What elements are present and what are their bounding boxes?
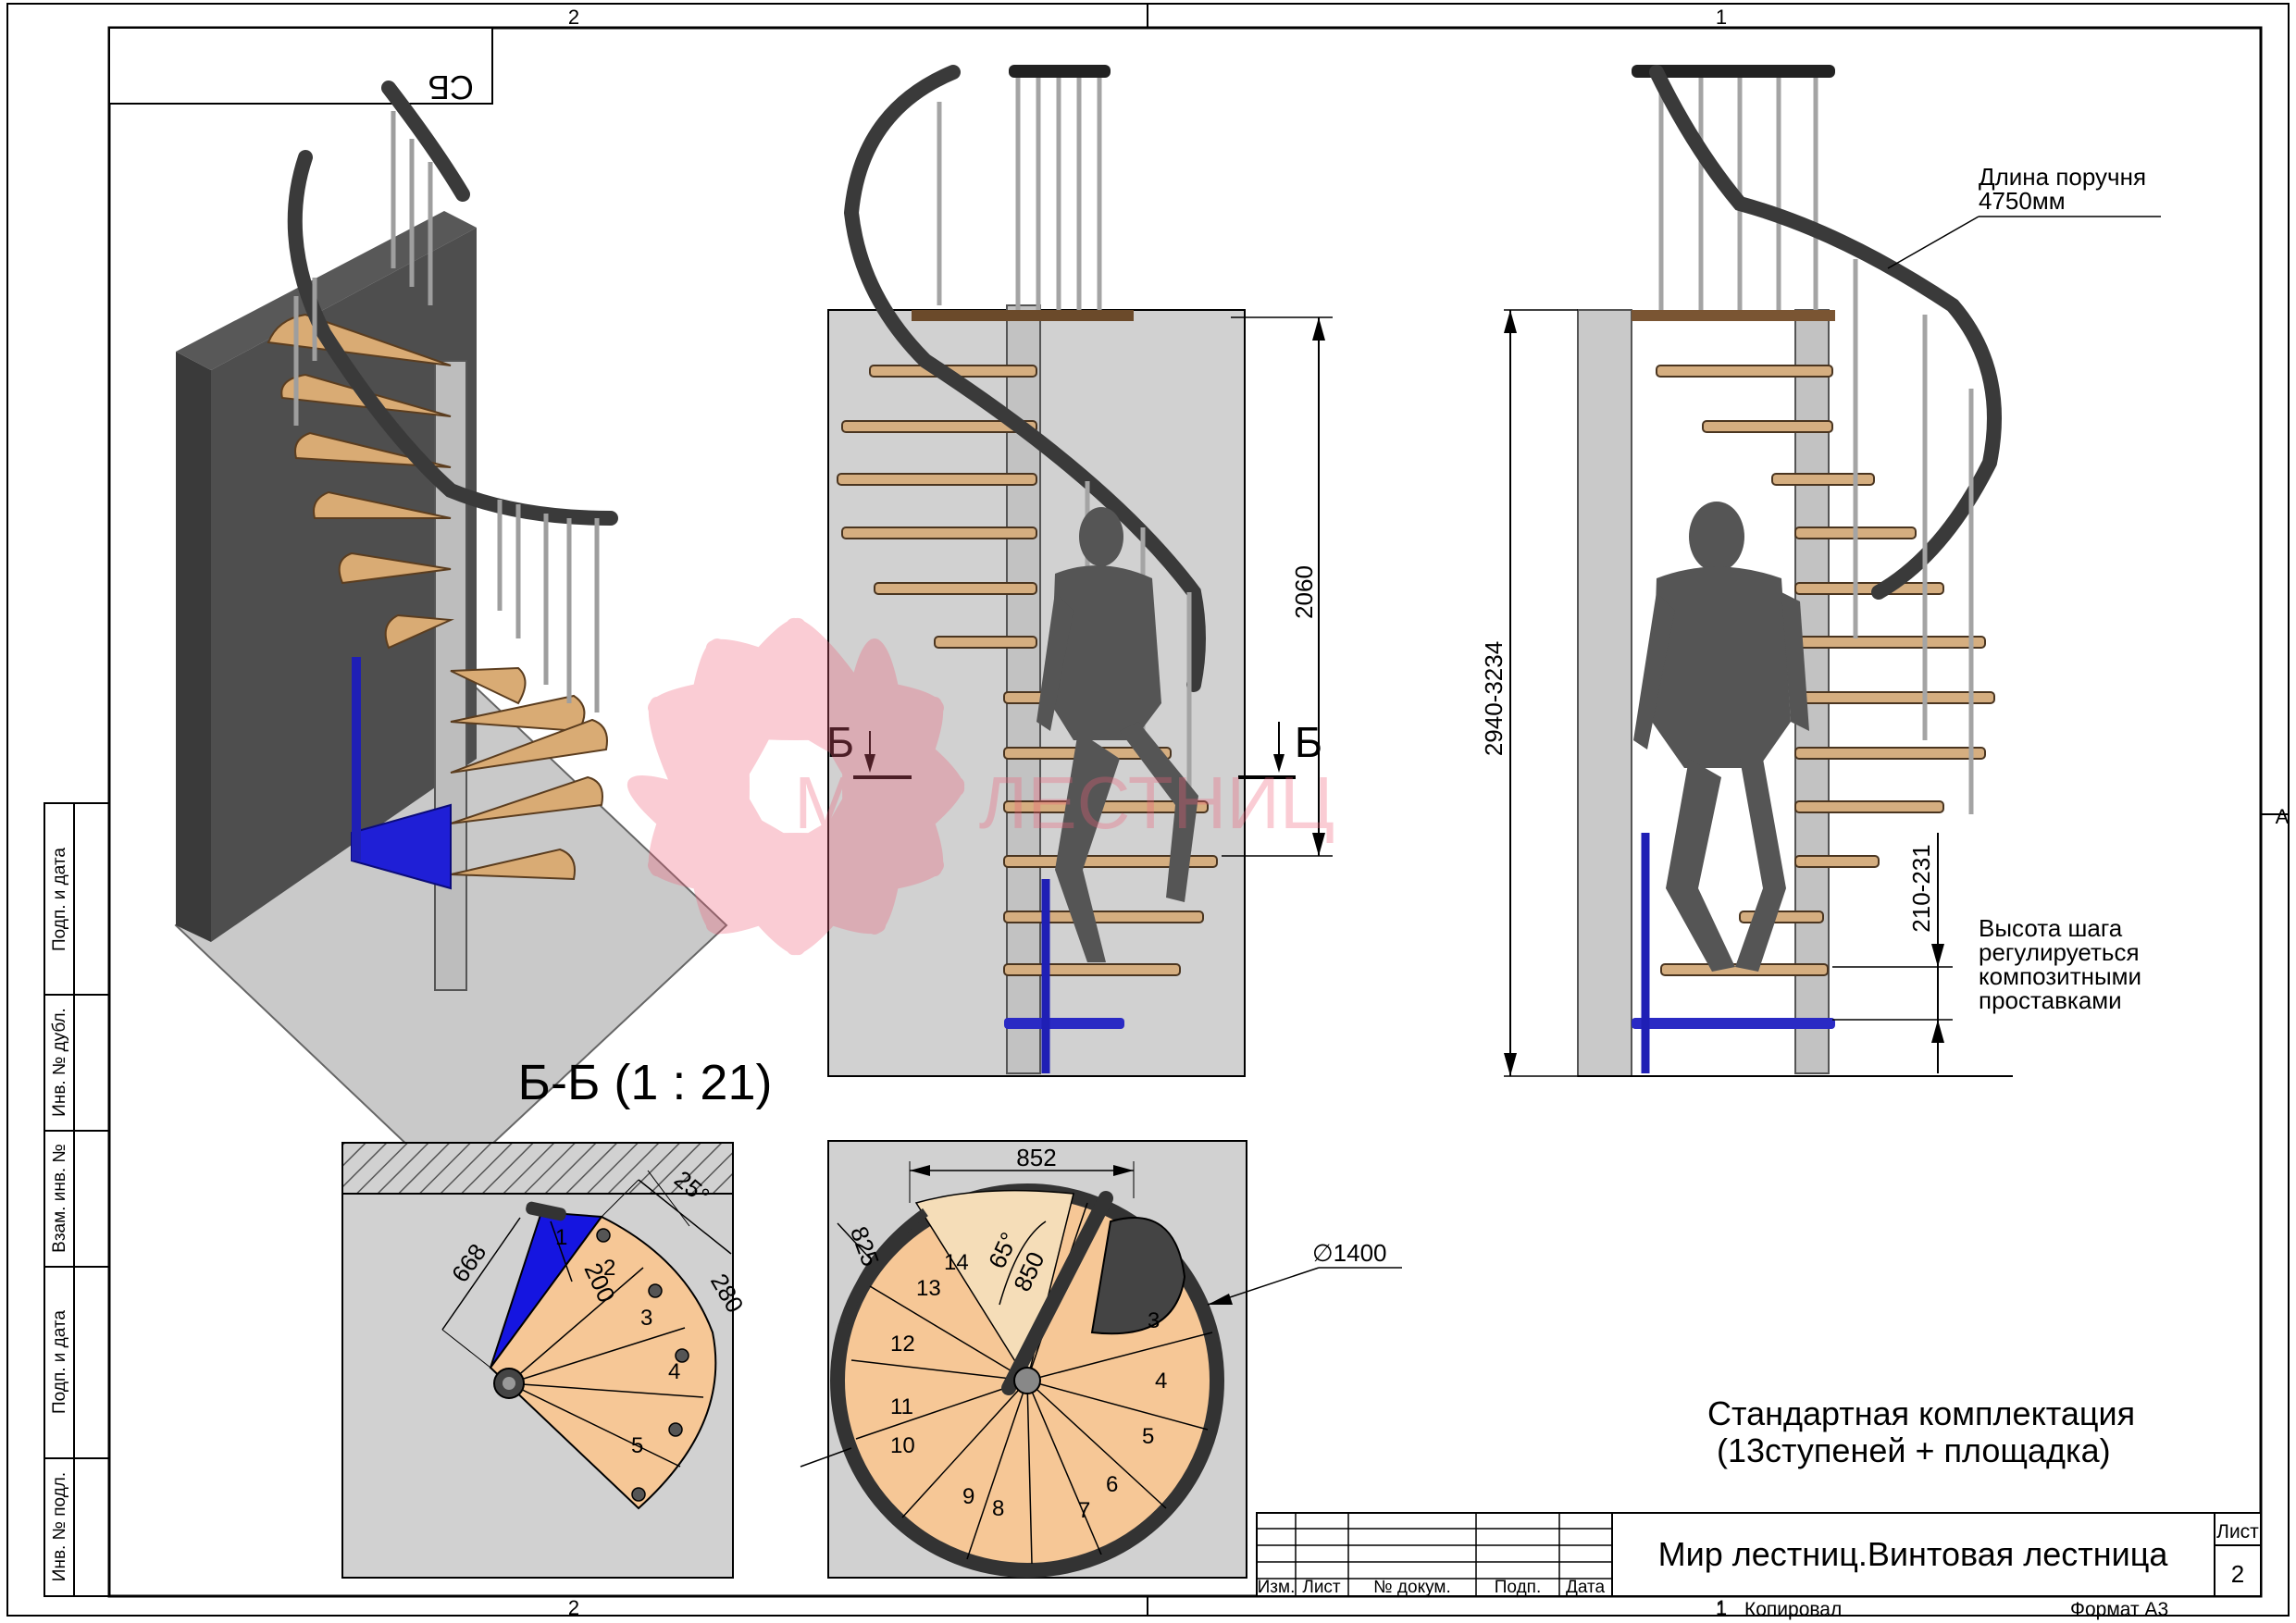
corner-mark-box: СБ bbox=[108, 27, 493, 106]
stamp-cell-3: Взам. инв. № bbox=[50, 1144, 69, 1253]
section-mark-left: Б bbox=[826, 718, 854, 766]
drawing-frame: 2 1 2 1 A bbox=[6, 3, 2290, 1619]
watermark-text: МИР ЛЕСТНИЦ bbox=[794, 762, 1334, 844]
isometric-view bbox=[174, 81, 728, 1186]
tb-sheet-number: 2 bbox=[2231, 1560, 2244, 1588]
zone-label-bottom-left: 2 bbox=[568, 1596, 579, 1619]
step-note-2: регулируеться bbox=[1979, 938, 2140, 966]
step-note-4: проставками bbox=[1979, 986, 2122, 1014]
tb-header-list: Лист bbox=[1302, 1578, 1341, 1597]
side-step-height-dim: 210-231 bbox=[1907, 844, 1935, 932]
plan-right-step-8: 8 bbox=[992, 1496, 1004, 1521]
human-figure-side bbox=[1633, 502, 1809, 972]
plan-right-step-5: 5 bbox=[1142, 1424, 1154, 1449]
front-view: 2060 Б Б bbox=[826, 65, 1333, 1077]
plan-left-step-5: 5 bbox=[631, 1433, 643, 1458]
note-line-2: (13ступеней + площадка) bbox=[1717, 1431, 2111, 1469]
plan-right-step-13: 13 bbox=[916, 1276, 941, 1301]
plan-left-step-1: 1 bbox=[555, 1225, 567, 1250]
zone-label-top-right: 1 bbox=[1716, 6, 1727, 29]
side-view: 2940-3234 210-231 Длина поручня 4750мм В… bbox=[1480, 65, 2161, 1077]
tb-sheet-label: Лист bbox=[2216, 1521, 2259, 1542]
plan-right-step-3: 3 bbox=[1148, 1308, 1160, 1333]
stamp-cell-2: Инв. № дубл. bbox=[50, 1008, 69, 1117]
plan-right-step-11: 11 bbox=[890, 1394, 913, 1419]
plan-right: 3 4 5 6 7 8 9 10 11 12 13 14 852 825 850… bbox=[800, 1140, 1402, 1579]
front-height-dim: 2060 bbox=[1290, 565, 1318, 619]
copied-label: Копировал bbox=[1744, 1599, 1842, 1620]
stamp-cell-1: Подп. и дата bbox=[50, 848, 69, 951]
tb-header-doc: № докум. bbox=[1373, 1578, 1450, 1597]
watermark-logo: МИР ЛЕСТНИЦ bbox=[627, 617, 1334, 956]
plan-left-step-3: 3 bbox=[640, 1306, 652, 1331]
stamp-cell-5: Инв. № подл. bbox=[50, 1472, 69, 1581]
tb-header-date: Дата bbox=[1566, 1578, 1606, 1597]
plan-right-step-14: 14 bbox=[944, 1250, 969, 1275]
plan-left-step-2: 2 bbox=[603, 1256, 615, 1281]
title-block: Изм. Лист № докум. Подп. Дата Мир лестни… bbox=[1256, 1512, 2262, 1597]
handrail-note-1: Длина поручня bbox=[1979, 163, 2146, 191]
zone-label-top-left: 2 bbox=[568, 6, 579, 29]
format-label: Формат А3 bbox=[2070, 1599, 2168, 1620]
stamp-cell-4: Подп. и дата bbox=[50, 1310, 69, 1414]
handrail-note-2: 4750мм bbox=[1979, 187, 2066, 215]
human-figure-front bbox=[1036, 507, 1198, 962]
step-note-3: композитными bbox=[1979, 962, 2141, 990]
plan-right-step-12: 12 bbox=[890, 1332, 915, 1357]
dim-diameter: ∅1400 bbox=[1312, 1239, 1387, 1267]
note-line-1: Стандартная комплектация bbox=[1707, 1394, 2135, 1432]
side-stamp: Подп. и дата Инв. № дубл. Взам. инв. № П… bbox=[43, 802, 110, 1597]
plan-left: 1 2 3 4 5 668 200 280 25° bbox=[341, 1142, 750, 1579]
tb-header-sign: Подп. bbox=[1495, 1578, 1541, 1597]
section-mark-right: Б bbox=[1295, 718, 1322, 766]
plan-right-step-10: 10 bbox=[890, 1433, 915, 1458]
plan-right-step-9: 9 bbox=[962, 1484, 974, 1509]
tb-title: Мир лестниц.Винтовая лестница bbox=[1658, 1535, 2169, 1573]
side-total-height-dim: 2940-3234 bbox=[1480, 641, 1508, 756]
zone-label-side: A bbox=[2276, 805, 2290, 828]
corner-mark: СБ bbox=[428, 68, 474, 106]
plan-left-step-4: 4 bbox=[668, 1359, 680, 1384]
dim-852: 852 bbox=[1016, 1144, 1056, 1171]
zone-label-bottom-right: 1 bbox=[1716, 1596, 1727, 1619]
plan-right-step-7: 7 bbox=[1078, 1498, 1090, 1523]
zone-under-copied: 1 bbox=[1716, 1599, 1727, 1620]
plan-right-step-4: 4 bbox=[1155, 1369, 1167, 1394]
step-note-1: Высота шага bbox=[1979, 914, 2123, 942]
tb-header-izm: Изм. bbox=[1258, 1578, 1296, 1597]
plan-right-step-6: 6 bbox=[1106, 1472, 1118, 1497]
section-title: Б-Б (1 : 21) bbox=[518, 1055, 773, 1110]
